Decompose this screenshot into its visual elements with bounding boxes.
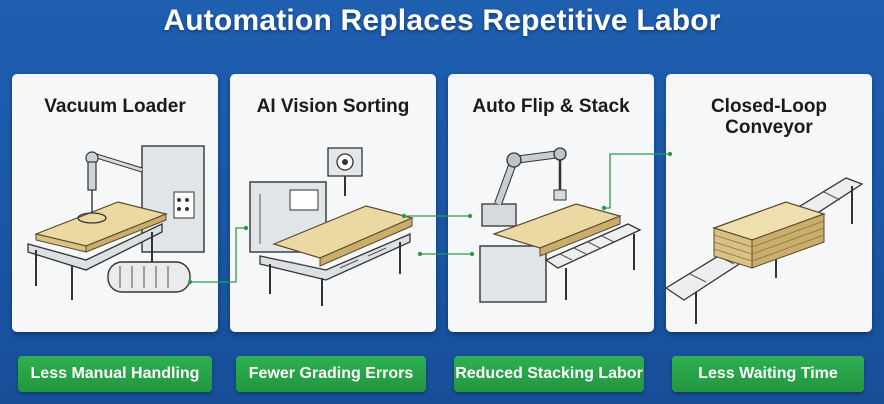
page-title: Automation Replaces Repetitive Labor [163, 4, 721, 37]
panel-ai-vision-sorting: AI Vision Sorting [230, 74, 436, 332]
benefit-less-manual-handling: Less Manual Handling [18, 356, 212, 392]
flip-stack-illustration [479, 147, 642, 303]
closed-loop-conveyor-illustration [666, 177, 864, 324]
benefit-reduced-stacking-labor: Reduced Stacking Labor [454, 356, 644, 392]
panel-title-auto-flip-stack: Auto Flip & Stack [472, 96, 630, 117]
panel-vacuum-loader: Vacuum Loader [12, 74, 218, 332]
benefit-less-waiting-time: Less Waiting Time [672, 356, 864, 392]
panel-auto-flip-stack: Auto Flip & Stack [448, 74, 654, 332]
panel-title-closed-loop-conveyor: Closed-Loop Conveyor [710, 96, 828, 138]
panel-closed-loop-conveyor: Closed-Loop Conveyor [666, 74, 872, 332]
vision-sorting-illustration [249, 147, 414, 306]
vacuum-loader-illustration [27, 145, 205, 300]
panel-title-vacuum-loader: Vacuum Loader [44, 96, 186, 117]
benefit-fewer-grading-errors: Fewer Grading Errors [236, 356, 426, 392]
panel-title-ai-vision-sorting: AI Vision Sorting [256, 96, 410, 117]
